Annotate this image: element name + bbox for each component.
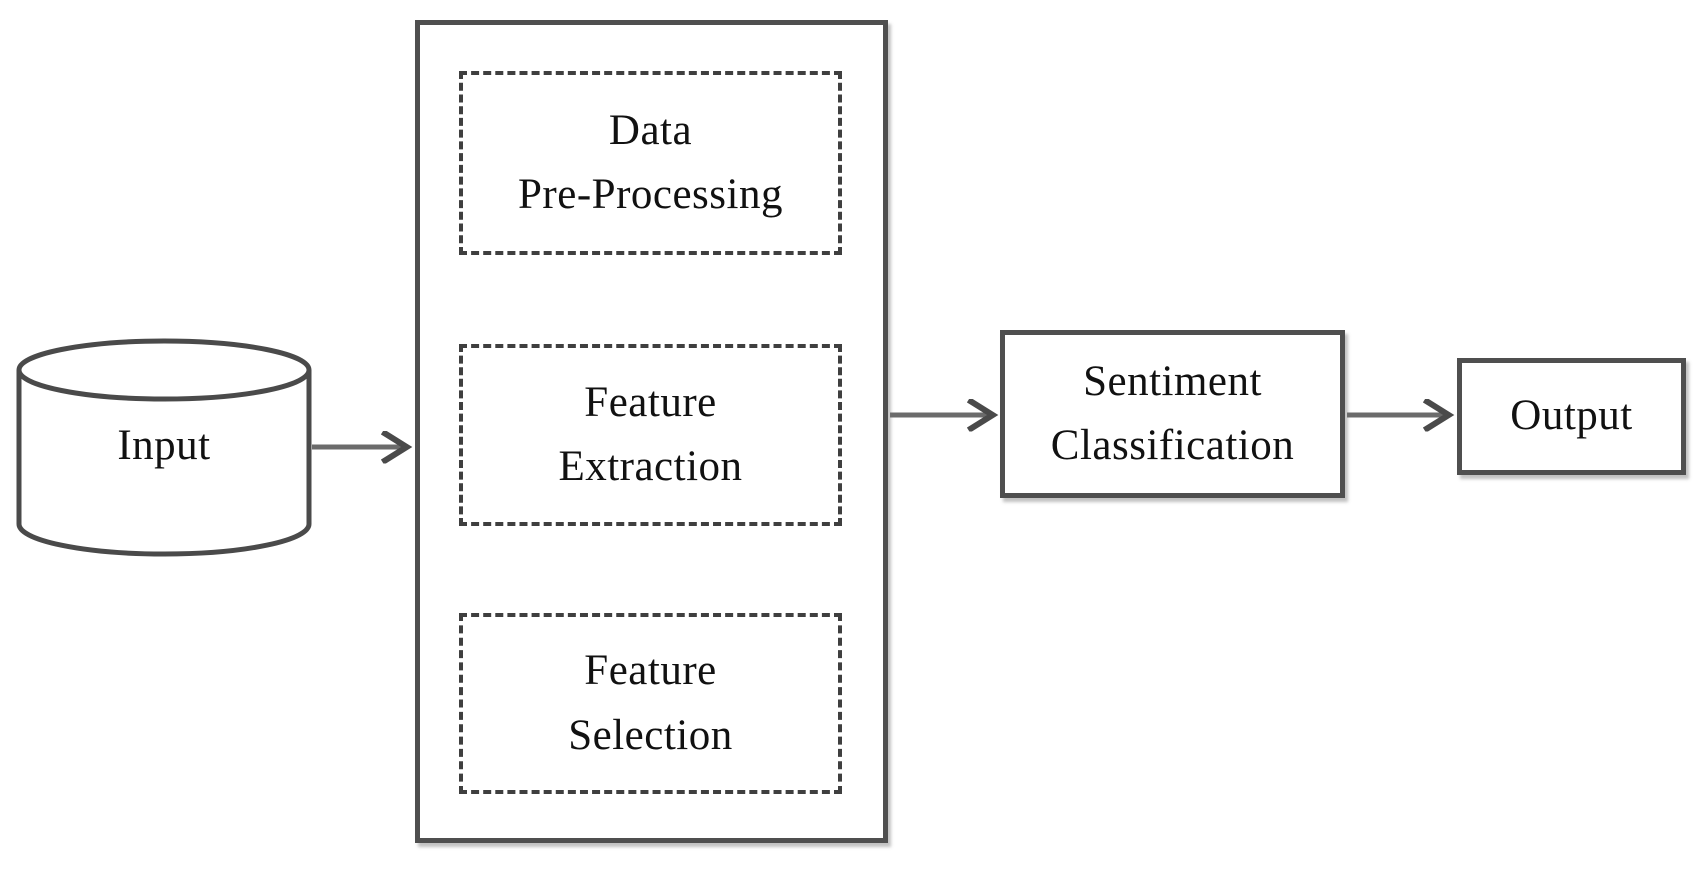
step-label-line: Extraction [558, 443, 743, 490]
step-feature-extraction: Feature Extraction [459, 344, 842, 526]
processing-container: Data Pre-Processing Feature Extraction F… [415, 20, 888, 843]
output-node: Output [1457, 358, 1686, 475]
sentiment-label-line: Classification [1050, 422, 1295, 469]
output-label: Output [1510, 392, 1633, 440]
sentiment-classification-node: Sentiment Classification [1000, 330, 1345, 498]
step-data-preprocessing: Data Pre-Processing [459, 71, 842, 255]
step-feature-selection: Feature Selection [459, 613, 842, 794]
step-label-line: Feature [584, 378, 717, 426]
step-label-line: Feature [584, 647, 717, 694]
sentiment-label-line: Sentiment [1083, 357, 1262, 405]
database-cylinder-icon [16, 338, 312, 557]
step-label-line: Data [608, 106, 693, 154]
input-label: Input [117, 422, 211, 469]
step-label-line: Selection [568, 711, 733, 759]
input-node: Input [14, 336, 314, 558]
step-label-line: Pre-Processing [518, 171, 783, 218]
